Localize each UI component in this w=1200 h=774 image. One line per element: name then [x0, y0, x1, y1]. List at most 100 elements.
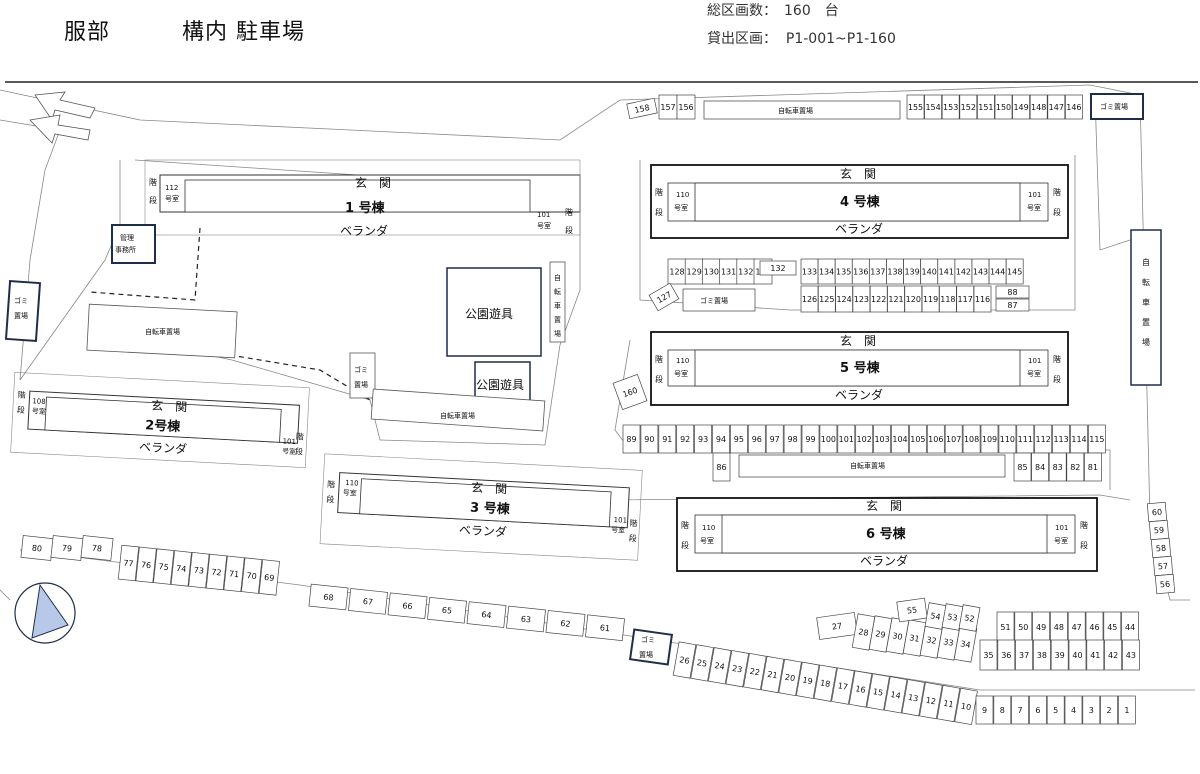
svg-text:110: 110: [702, 524, 715, 532]
svg-text:73: 73: [193, 566, 204, 576]
svg-text:88: 88: [1007, 288, 1017, 297]
parking-stall-145: 145: [1005, 258, 1024, 285]
parking-stall-112: 112: [1034, 424, 1053, 454]
parking-stall-43: 43: [1122, 639, 1140, 671]
svg-text:44: 44: [1125, 623, 1135, 632]
svg-text:置場: 置場: [639, 650, 653, 659]
svg-text:117: 117: [958, 295, 973, 304]
svg-text:98: 98: [788, 435, 798, 444]
garbage-area-west: [4, 279, 42, 343]
svg-text:133: 133: [802, 268, 817, 277]
parking-stall-60: 60: [1146, 501, 1168, 523]
svg-text:16: 16: [855, 684, 867, 695]
parking-stall-23: 23: [725, 650, 750, 688]
svg-text:107: 107: [946, 435, 961, 444]
svg-text:29: 29: [875, 629, 887, 640]
svg-text:131: 131: [721, 268, 736, 277]
parking-stall-110: 110: [998, 424, 1017, 454]
svg-text:153: 153: [943, 103, 958, 112]
parking-stall-148: 148: [1029, 94, 1048, 120]
svg-text:28: 28: [858, 627, 870, 638]
svg-text:126: 126: [802, 295, 817, 304]
bldg1-name: 1 号棟: [345, 200, 386, 216]
svg-text:84: 84: [1035, 463, 1045, 472]
svg-text:56: 56: [1160, 580, 1171, 590]
svg-text:121: 121: [888, 295, 903, 304]
parking-stall-40: 40: [1068, 639, 1087, 671]
svg-text:置場: 置場: [14, 311, 28, 320]
north-compass-icon: [14, 582, 76, 644]
svg-text:32: 32: [926, 635, 938, 646]
parking-stall-134: 134: [817, 258, 836, 285]
bicycle-area-west: [86, 303, 238, 359]
bldg1-veranda: ベランダ: [340, 223, 388, 238]
svg-text:ベランダ: ベランダ: [835, 221, 883, 236]
parking-stall-73: 73: [188, 552, 210, 589]
svg-text:号室: 号室: [165, 194, 179, 203]
page-title-parking: 構内 駐車場: [182, 20, 305, 45]
parking-stall-158: 158: [626, 97, 658, 120]
parking-stall-147: 147: [1047, 94, 1066, 120]
parking-stall-37: 37: [1015, 639, 1033, 671]
svg-text:段: 段: [149, 195, 157, 205]
svg-text:74: 74: [176, 564, 187, 574]
page-title-location: 服部: [64, 20, 111, 45]
svg-text:50: 50: [1018, 623, 1028, 632]
parking-stall-90: 90: [640, 424, 659, 454]
svg-text:自: 自: [554, 273, 561, 282]
svg-text:段: 段: [1080, 540, 1088, 550]
parking-stall-133: 133: [800, 258, 819, 285]
svg-text:95: 95: [734, 435, 744, 444]
svg-text:階: 階: [655, 187, 663, 197]
parking-stall-17: 17: [831, 667, 855, 705]
svg-text:19: 19: [802, 675, 814, 686]
parking-stall-77: 77: [117, 544, 140, 582]
svg-text:自転車置場: 自転車置場: [440, 411, 475, 420]
svg-text:6 号棟: 6 号棟: [866, 526, 907, 542]
svg-text:97: 97: [770, 435, 780, 444]
svg-text:75: 75: [158, 562, 169, 572]
svg-text:80: 80: [31, 543, 42, 553]
parking-stall-8: 8: [993, 695, 1012, 725]
svg-text:4 号棟: 4 号棟: [840, 194, 881, 210]
svg-text:自: 自: [1142, 257, 1150, 267]
svg-text:155: 155: [908, 103, 923, 112]
svg-text:55: 55: [906, 605, 917, 615]
parking-stall-138: 138: [886, 258, 904, 285]
parking-stall-56: 56: [1154, 573, 1176, 595]
parking-stall-156: 156: [676, 94, 696, 120]
parking-stall-115: 115: [1088, 424, 1106, 454]
svg-text:4: 4: [1071, 706, 1076, 715]
parking-stall-85: 85: [1013, 452, 1032, 482]
svg-text:段: 段: [295, 446, 304, 456]
parking-stall-69: 69: [258, 559, 280, 596]
parking-stall-55: 55: [896, 597, 928, 623]
svg-text:18: 18: [819, 678, 831, 689]
svg-text:91: 91: [662, 435, 672, 444]
svg-text:8: 8: [1000, 706, 1005, 715]
svg-text:号室: 号室: [1054, 536, 1068, 545]
parking-stall-146: 146: [1065, 94, 1083, 120]
svg-text:45: 45: [1107, 623, 1117, 632]
parking-stall-101: 101: [837, 424, 856, 454]
parking-stall-83: 83: [1048, 452, 1067, 482]
parking-stall-149: 149: [1012, 94, 1030, 120]
svg-text:102: 102: [857, 435, 872, 444]
svg-text:ゴミ: ゴミ: [354, 365, 368, 374]
svg-text:108: 108: [964, 435, 979, 444]
svg-text:ベランダ: ベランダ: [860, 553, 908, 568]
parking-stall-123: 123: [852, 285, 871, 313]
svg-text:転: 転: [1142, 278, 1150, 287]
svg-text:54: 54: [930, 611, 942, 622]
parking-stall-126: 126: [800, 285, 819, 313]
svg-text:111: 111: [1018, 435, 1033, 444]
svg-text:59: 59: [1154, 526, 1165, 536]
parking-stall-39: 39: [1050, 639, 1069, 671]
svg-text:玄 関: 玄 関: [471, 480, 508, 497]
parking-stall-44: 44: [1121, 611, 1139, 643]
svg-text:段: 段: [565, 225, 573, 235]
svg-text:101: 101: [1028, 191, 1041, 199]
svg-text:65: 65: [441, 606, 452, 616]
parking-stall-34: 34: [953, 625, 978, 663]
